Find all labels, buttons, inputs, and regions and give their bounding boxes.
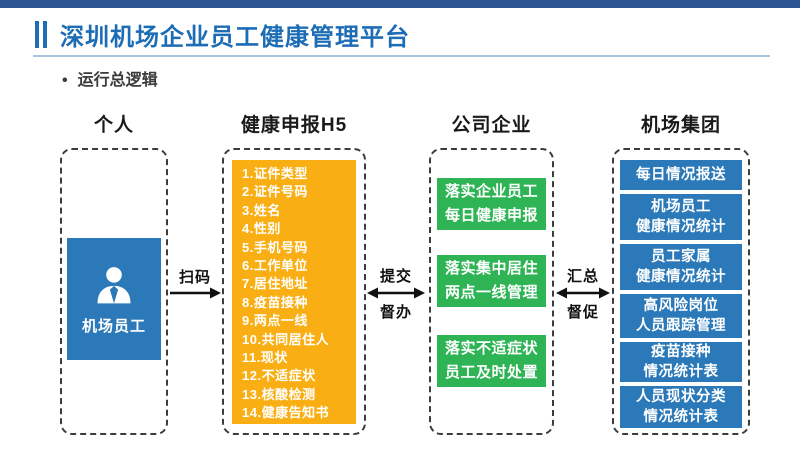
- summary-arrow-label-top: 汇总: [566, 268, 599, 285]
- h5-item: 10.共同居住人: [242, 331, 330, 347]
- airport-employee-box: 机场员工: [67, 238, 161, 360]
- h5-item: 13.核酸检测: [242, 386, 316, 402]
- column-header-company: 公司企业: [451, 115, 532, 136]
- h5-item: 5.手机号码: [242, 239, 308, 255]
- page-title: 深圳机场企业员工健康管理平台: [60, 24, 410, 51]
- group-report-box: 疫苗接种 情况统计表: [620, 342, 742, 382]
- h5-item: 6.工作单位: [242, 258, 308, 274]
- h5-container: [222, 148, 366, 435]
- airport-employee-label: 机场员工: [81, 317, 146, 335]
- submit-arrow-label-top: 提交: [379, 268, 412, 285]
- h5-item: 2.证件号码: [242, 184, 308, 200]
- company-task-box: 落实不适症状 员工及时处置: [437, 335, 546, 387]
- h5-item: 3.姓名: [242, 202, 281, 218]
- group-report-box: 每日情况报送: [620, 160, 742, 190]
- bullet-dot: •: [62, 72, 68, 89]
- group-container: [612, 148, 750, 435]
- top-accent-bar: [0, 0, 800, 8]
- submit-arrow-icon: [367, 287, 425, 299]
- group-report-box: 人员现状分类 情况统计表: [620, 386, 742, 428]
- company-task-box: 落实企业员工 每日健康申报: [437, 178, 546, 230]
- h5-item: 9.两点一线: [242, 313, 308, 329]
- h5-item: 12.不适症状: [242, 368, 316, 384]
- company-container: [429, 148, 554, 435]
- column-header-group: 机场集团: [640, 115, 721, 136]
- person-icon: [97, 266, 131, 303]
- h5-item: 11.现状: [242, 350, 288, 366]
- section-title: 运行总逻辑: [77, 72, 158, 89]
- scan-arrow-label: 扫码: [178, 269, 211, 286]
- column-header-h5: 健康申报H5: [240, 115, 348, 136]
- group-report-box: 高风险岗位 人员跟踪管理: [620, 294, 742, 338]
- group-report-box: 员工家属 健康情况统计: [620, 244, 742, 290]
- h5-item: 8.疫苗接种: [242, 294, 308, 310]
- company-task-box: 落实集中居住 两点一线管理: [437, 255, 546, 307]
- h5-declaration-list: 1.证件类型 2.证件号码 3.姓名 4.性别 5.手机号码 6.工作单位 7.…: [232, 160, 356, 424]
- title-marker-icon: [35, 21, 48, 48]
- h5-item: 14.健康告知书: [242, 405, 330, 421]
- h5-item: 1.证件类型: [242, 166, 308, 181]
- title-divider: [33, 55, 770, 57]
- summary-arrow-label-bottom: 督促: [566, 304, 599, 321]
- summary-arrow-icon: [556, 287, 610, 299]
- h5-item: 4.性别: [242, 221, 281, 237]
- personal-container: [60, 148, 168, 435]
- section-bullet: • 运行总逻辑: [62, 66, 158, 90]
- h5-item: 7.居住地址: [242, 276, 308, 292]
- scan-arrow-icon: [170, 287, 221, 299]
- submit-arrow-label-bottom: 督办: [379, 304, 412, 321]
- column-header-personal: 个人: [93, 115, 134, 136]
- group-report-box: 机场员工 健康情况统计: [620, 194, 742, 240]
